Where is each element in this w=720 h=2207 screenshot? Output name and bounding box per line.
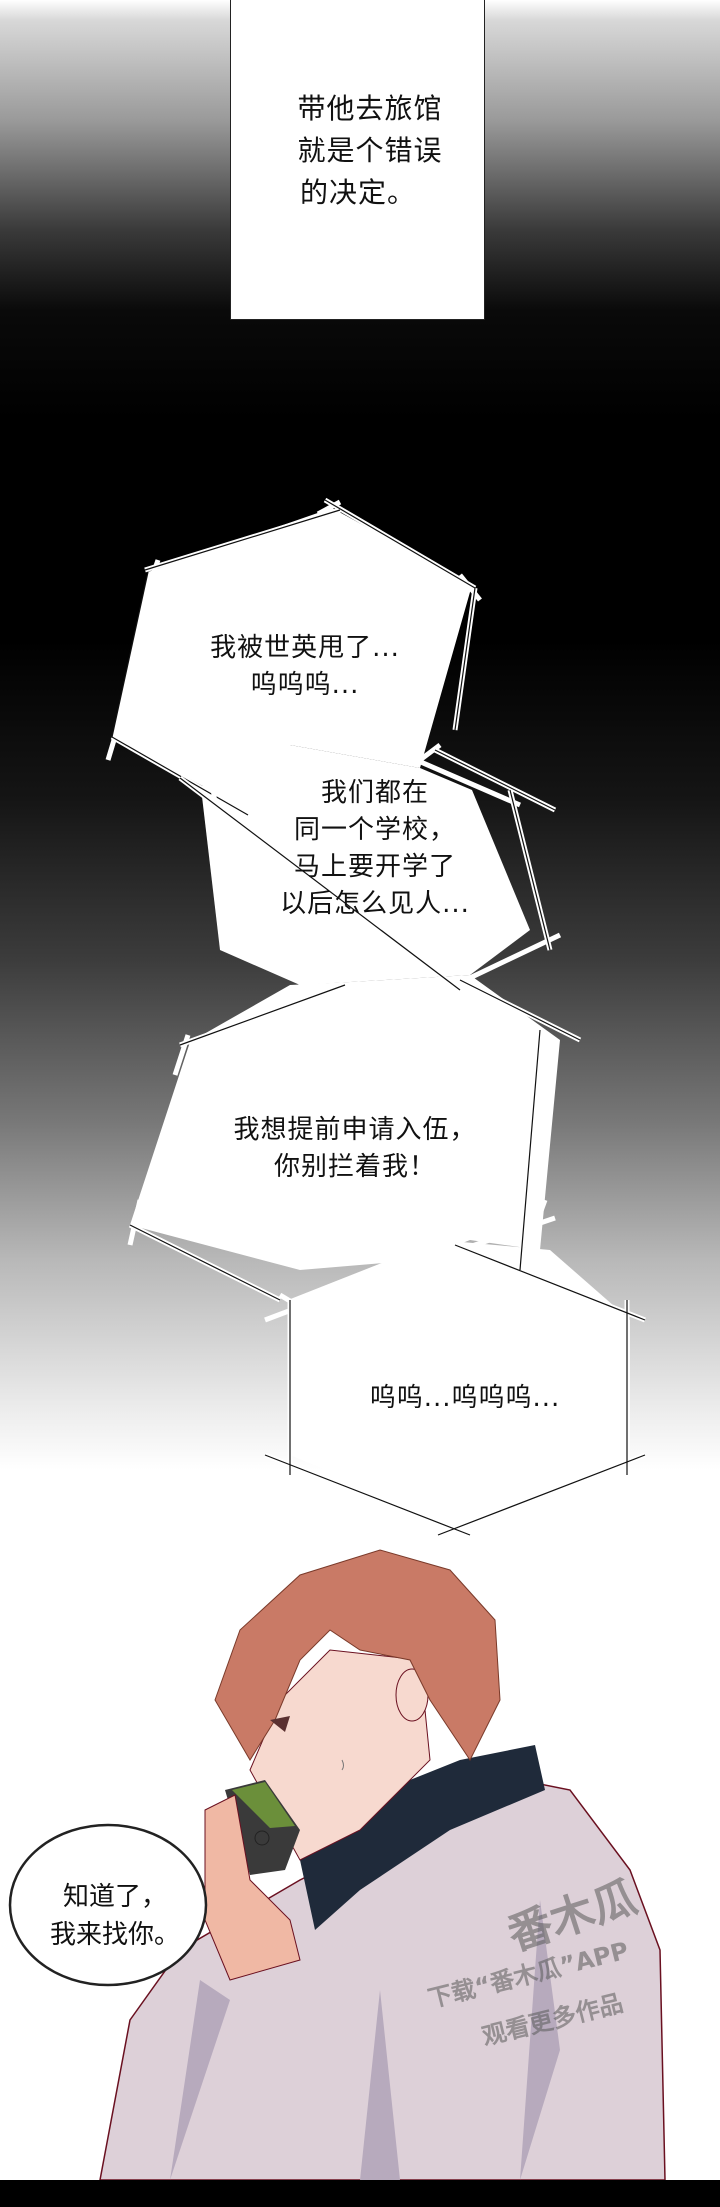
hand (204, 1794, 301, 1981)
phone-bubble-4-text: 呜呜...呜呜呜... (330, 1380, 600, 1417)
narration-line: 就是个错误 (297, 134, 443, 167)
bubble-line: 我想提前申请入伍， (233, 1115, 477, 1145)
bubble-line: 你别拦着我！ (273, 1152, 436, 1182)
narration-line: 带他去旅馆 (297, 92, 443, 125)
bubble-line: 以后怎么见人... (280, 889, 470, 919)
phone-bubble-1-text: 我被世英甩了... 呜呜呜... (170, 630, 440, 704)
narration-line: 的决定。 (299, 176, 416, 209)
hair (214, 1549, 501, 1761)
bottom-black-bar (0, 2180, 720, 2207)
bubble-line: 呜呜呜... (250, 670, 360, 700)
round-speech-bubble (8, 1823, 208, 1987)
narration-box (230, 0, 485, 320)
phone-bubble-3-text: 我想提前申请入伍， 你别拦着我！ (200, 1112, 510, 1186)
bubble-line: 我被世英甩了... (210, 633, 400, 663)
speech-line: 知道了， (62, 1882, 167, 1912)
bubble-line: 呜呜...呜呜呜... (369, 1383, 561, 1413)
bubble-line: 我们都在 (320, 778, 429, 808)
bubble-line: 马上要开学了 (293, 852, 456, 882)
phone-bubble-2-text: 我们都在 同一个学校， 马上要开学了 以后怎么见人... (255, 775, 495, 923)
speech-text: 知道了， 我来找你。 (20, 1878, 210, 1954)
narration-text: 带他去旅馆 就是个错误 的决定。 (270, 88, 470, 214)
speech-line: 我来找你。 (49, 1920, 180, 1950)
bubble-line: 同一个学校， (293, 815, 456, 845)
